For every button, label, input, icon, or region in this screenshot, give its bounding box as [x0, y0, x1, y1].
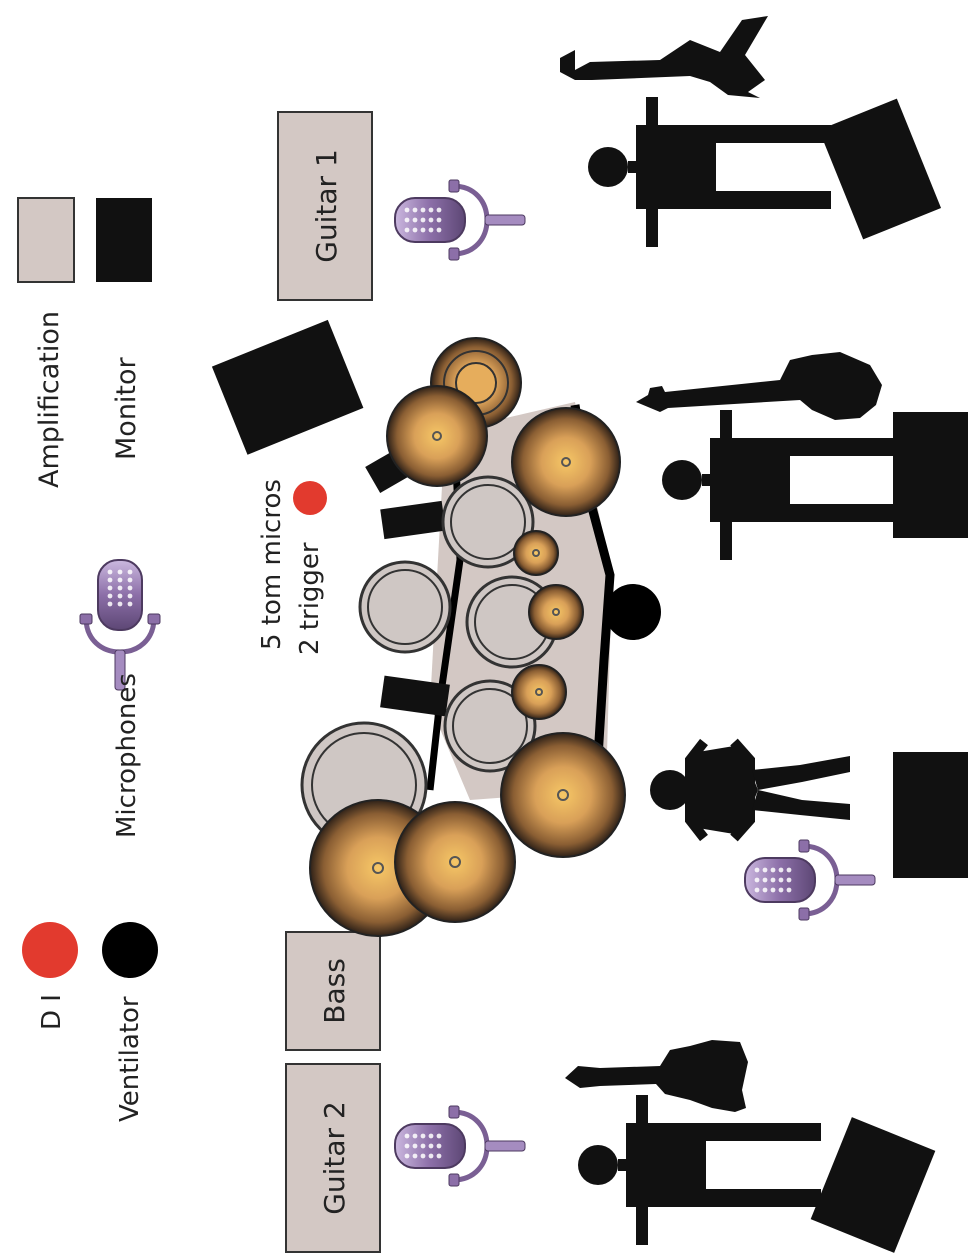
- guitar-1-instrument: [560, 16, 768, 98]
- drum-note-line-1: 5 tom micros: [257, 479, 287, 650]
- monitor-bass: [893, 412, 968, 538]
- cymbal-6: [511, 664, 567, 720]
- amp-guitar-2: Guitar 2: [285, 1063, 381, 1253]
- guitar-2-instrument: [565, 1040, 748, 1112]
- legend-microphones-label: Microphones: [112, 673, 142, 838]
- tom-drum-2: [358, 560, 452, 654]
- mic-guitar-1: [395, 180, 525, 260]
- legend-di-swatch: [22, 922, 78, 978]
- tom-mic-block-3: [380, 675, 450, 717]
- amp-guitar-1: Guitar 1: [277, 111, 373, 301]
- cymbal-7: [500, 732, 626, 858]
- legend-microphone-icon: [80, 560, 160, 690]
- amp-guitar-1-label: Guitar 1: [310, 149, 343, 263]
- drum-kit: 5 tom micros 2 trigger: [257, 337, 661, 937]
- mic-guitar-2: [395, 1106, 525, 1186]
- musician-bass: [636, 352, 905, 560]
- legend-ventilator-swatch: [102, 922, 158, 978]
- musician-vocal: [650, 738, 850, 842]
- amp-bass: Bass: [285, 931, 381, 1051]
- legend-di-label: D I: [37, 994, 67, 1030]
- amp-bass-label: Bass: [318, 958, 351, 1024]
- drum-note-line-2: 2 trigger: [295, 542, 325, 655]
- legend-ventilator-label: Ventilator: [115, 996, 145, 1122]
- cymbal-4: [513, 530, 559, 576]
- monitor-drums: [211, 319, 364, 455]
- legend-monitor-label: Monitor: [111, 356, 142, 460]
- monitor-vocal: [893, 752, 968, 878]
- mic-vocal: [745, 840, 875, 920]
- cymbal-5: [528, 584, 584, 640]
- amp-guitar-2-label: Guitar 2: [318, 1101, 351, 1215]
- legend-amplification-label: Amplification: [34, 311, 65, 488]
- cymbal-9: [394, 801, 516, 923]
- legend: Amplification Monitor Microphones D I Ve…: [17, 197, 160, 1122]
- monitor-guitar-1: [818, 98, 942, 240]
- legend-monitor-swatch: [96, 198, 152, 282]
- ventilator: [605, 584, 661, 640]
- monitor-guitar-2: [810, 1117, 936, 1253]
- musician-guitar-1: [560, 16, 831, 247]
- legend-amplification-swatch: [17, 197, 75, 283]
- tom-mic-block-2: [380, 500, 446, 540]
- di-box: [293, 481, 327, 515]
- cymbal-2: [386, 385, 488, 487]
- musician-guitar-2: [565, 1040, 821, 1245]
- bass-instrument: [636, 352, 882, 420]
- cymbal-3: [511, 407, 621, 517]
